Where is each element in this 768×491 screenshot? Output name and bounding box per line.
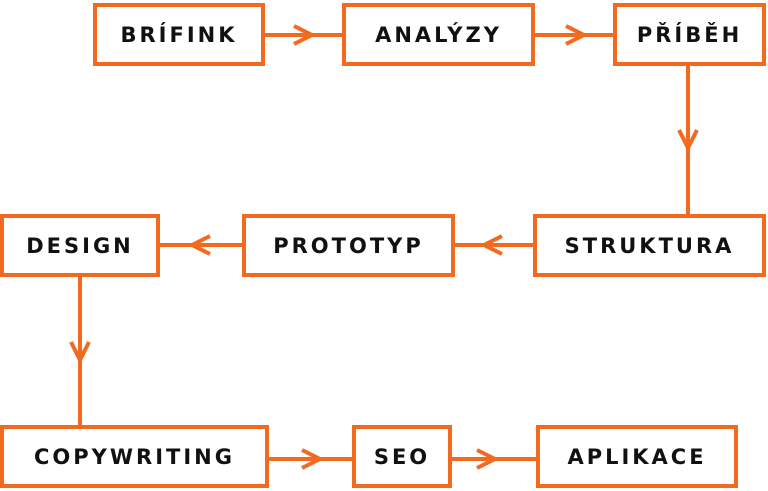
edge-brifink-analyzy [265, 24, 342, 46]
node-label: PŘÍBĚH [636, 22, 743, 47]
node-label: DESIGN [26, 233, 134, 258]
node-label: STRUKTURA [564, 233, 735, 258]
node-pribeh: PŘÍBĚH [613, 3, 766, 66]
node-label: SEO [373, 444, 431, 469]
node-copywriting: COPYWRITING [0, 425, 269, 488]
edge-design-copywriting [69, 277, 91, 425]
edge-struktura-prototyp [455, 234, 533, 256]
node-label: PROTOTYP [273, 233, 424, 258]
node-analyzy: ANALÝZY [342, 3, 535, 66]
edge-analyzy-pribeh [535, 24, 613, 46]
edge-prototyp-design [160, 234, 242, 256]
node-seo: SEO [352, 425, 452, 488]
node-design: DESIGN [0, 214, 160, 277]
node-aplikace: APLIKACE [536, 425, 738, 488]
node-label: ANALÝZY [375, 22, 502, 47]
node-label: APLIKACE [567, 444, 707, 469]
node-label: BRÍFINK [120, 22, 238, 47]
node-prototyp: PROTOTYP [242, 214, 455, 277]
node-brifink: BRÍFINK [93, 3, 265, 66]
node-label: COPYWRITING [34, 444, 235, 469]
edge-pribeh-struktura [677, 66, 699, 214]
edge-seo-aplikace [452, 448, 536, 470]
edge-copywriting-seo [269, 448, 352, 470]
node-struktura: STRUKTURA [533, 214, 766, 277]
